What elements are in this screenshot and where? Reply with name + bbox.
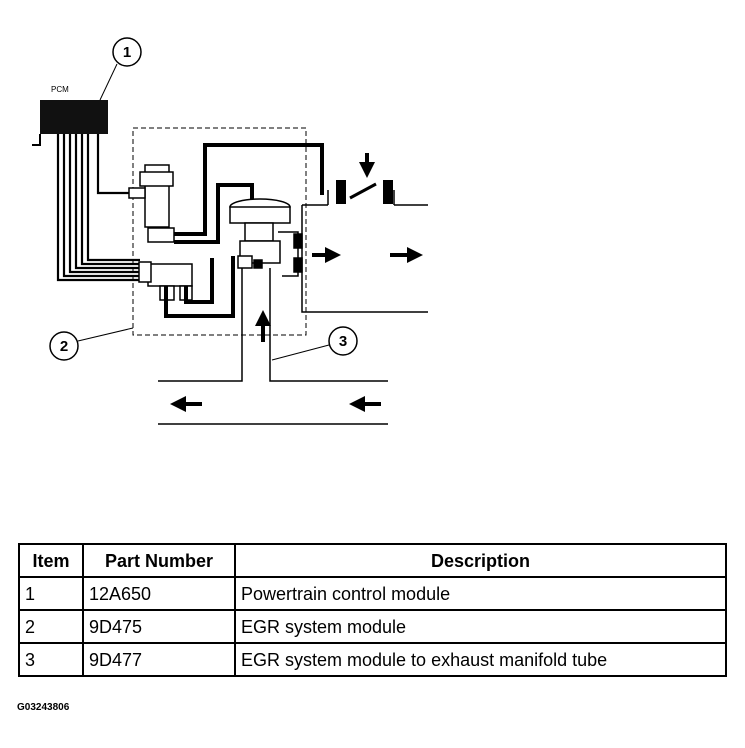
item-cell: 2	[18, 609, 84, 644]
figure-code: G03243806	[17, 702, 70, 713]
pcm-label: PCM	[51, 85, 69, 94]
table-row: 1 12A650 Powertrain control module	[18, 576, 727, 611]
header-part-number: Part Number	[82, 543, 236, 578]
pcm-box: PCM	[32, 85, 108, 146]
egr-module-outline	[132, 127, 307, 336]
parts-table: Item Part Number Description 1 12A650 Po…	[18, 543, 727, 677]
part-number-cell: 9D475	[82, 609, 236, 644]
callout-3: 3	[271, 326, 358, 361]
exhaust-tube	[158, 268, 388, 425]
description-cell: EGR system module to exhaust manifold tu…	[234, 642, 727, 677]
vacuum-hoses	[164, 143, 324, 318]
part-number-cell: 9D477	[82, 642, 236, 677]
lower-sensor	[138, 261, 193, 301]
upper-solenoid	[128, 164, 175, 243]
callout-3-label: 3	[339, 333, 347, 350]
intake-manifold	[301, 190, 428, 313]
description-cell: EGR system module	[234, 609, 727, 644]
table-row: 3 9D477 EGR system module to exhaust man…	[18, 642, 727, 677]
callout-2-label: 2	[60, 338, 68, 355]
egr-valve	[229, 198, 291, 269]
pcm-wire-harness	[56, 134, 140, 282]
item-cell: 1	[18, 576, 84, 611]
egr-system-diagram: PCM	[32, 37, 428, 425]
callout-2: 2	[49, 327, 134, 361]
callout-1-label: 1	[123, 44, 131, 61]
throttle-body	[336, 180, 393, 204]
header-description: Description	[234, 543, 727, 578]
header-item: Item	[18, 543, 84, 578]
table-row: 2 9D475 EGR system module	[18, 609, 727, 644]
egr-outlet-pipe	[278, 231, 303, 277]
item-cell: 3	[18, 642, 84, 677]
table-header-row: Item Part Number Description	[18, 543, 727, 578]
flow-arrows	[170, 153, 423, 412]
part-number-cell: 12A650	[82, 576, 236, 611]
callout-1: 1	[99, 37, 142, 101]
description-cell: Powertrain control module	[234, 576, 727, 611]
